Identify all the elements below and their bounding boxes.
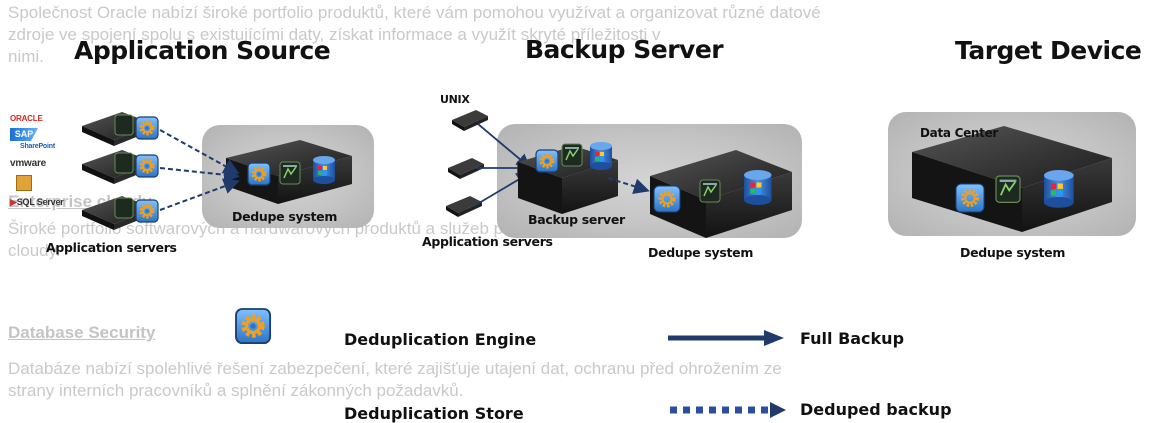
gear-icon: [134, 115, 160, 141]
target-datacenter-server: [912, 126, 1112, 232]
legend-full-backup: Full Backup: [800, 329, 905, 348]
caption-app-servers: Application servers: [46, 240, 177, 255]
caption-app-dedupe: Dedupe system: [232, 209, 338, 224]
app-server-1: [82, 112, 160, 146]
bg-heading-security: Database Security: [8, 323, 156, 342]
sql-logo-text: SQL Server: [16, 197, 64, 207]
legend-gear-icon: [236, 309, 270, 343]
oracle-logo: ORACLE: [10, 114, 43, 123]
title-target-device: Target Device: [955, 36, 1142, 65]
gear-icon: [134, 153, 160, 179]
caption-backup-dedupe: Dedupe system: [648, 245, 754, 260]
legend-dedup-engine: Deduplication Engine: [344, 330, 537, 349]
app-logos: ORACLE SAP SharePoint vmware ▶SQL Server: [10, 114, 72, 208]
legend-deduped-backup: Deduped backup: [800, 400, 952, 419]
exchange-logo: [16, 175, 32, 191]
bg-para1-line1: Společnost Oracle nabízí široké portfoli…: [8, 3, 821, 22]
backup-dedupe-server: [650, 150, 792, 238]
bg-para2-line2: cloudy.: [8, 241, 61, 260]
gear-icon: [134, 198, 160, 224]
caption-unix: UNIX: [440, 93, 470, 106]
bg-para1-line2: zdroje ve spojení spolu s existujícími d…: [8, 25, 661, 44]
sap-logo: SAP: [10, 128, 38, 141]
app-server-2: [82, 150, 160, 184]
caption-backup-app-servers: Application servers: [422, 234, 553, 249]
sap-logo-text: SAP: [14, 129, 34, 139]
title-application-source: Application Source: [74, 36, 331, 65]
backup-server-box: [518, 142, 618, 214]
caption-backup-server: Backup server: [528, 212, 625, 227]
bg-para1-line3: nimi.: [8, 47, 44, 66]
legend-dedup-store: Deduplication Store: [344, 404, 524, 423]
sql-logo: ▶SQL Server: [10, 197, 64, 207]
bg-para3-line1: Databáze nabízí spolehlivé řešení zabezp…: [8, 359, 782, 378]
sharepoint-logo: SharePoint: [20, 143, 55, 150]
app-dedupe-server: [226, 140, 352, 204]
background-text: Společnost Oracle nabízí široké portfoli…: [8, 2, 1158, 68]
caption-data-center: Data Center: [920, 126, 999, 140]
legend-full-backup-arrow: [668, 330, 784, 346]
backup-dashed-arrow: [607, 177, 650, 195]
bg-para3: Databáze nabízí spolehlivé řešení zabezp…: [8, 358, 1158, 402]
vmware-logo: vmware: [10, 158, 47, 169]
bg-para3-line2: strany interních pracovníků a splnění zá…: [8, 381, 464, 400]
legend-deduped-arrow: [670, 402, 786, 418]
caption-target-dedupe: Dedupe system: [960, 245, 1066, 260]
app-server-3: [82, 196, 160, 230]
app-dedupe-arrows: [159, 129, 240, 211]
title-backup-server: Backup Server: [525, 35, 724, 64]
